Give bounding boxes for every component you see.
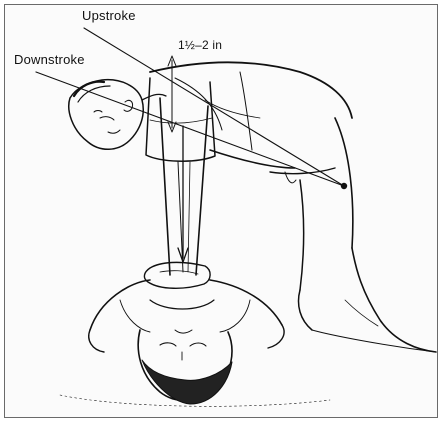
upstroke-label: Upstroke: [82, 9, 136, 23]
leader-line-anchor: [341, 183, 347, 189]
victim-shoulder-left: [90, 280, 150, 330]
compression-depth-label: 1½–2 in: [178, 38, 222, 52]
rescuer-back: [150, 62, 352, 118]
downstroke-label: Downstroke: [14, 53, 85, 67]
victim-shoulder-right: [210, 280, 282, 325]
victim-hair: [142, 360, 232, 404]
rescuer-hands: [144, 262, 210, 288]
rescuer-collar: [142, 94, 166, 100]
